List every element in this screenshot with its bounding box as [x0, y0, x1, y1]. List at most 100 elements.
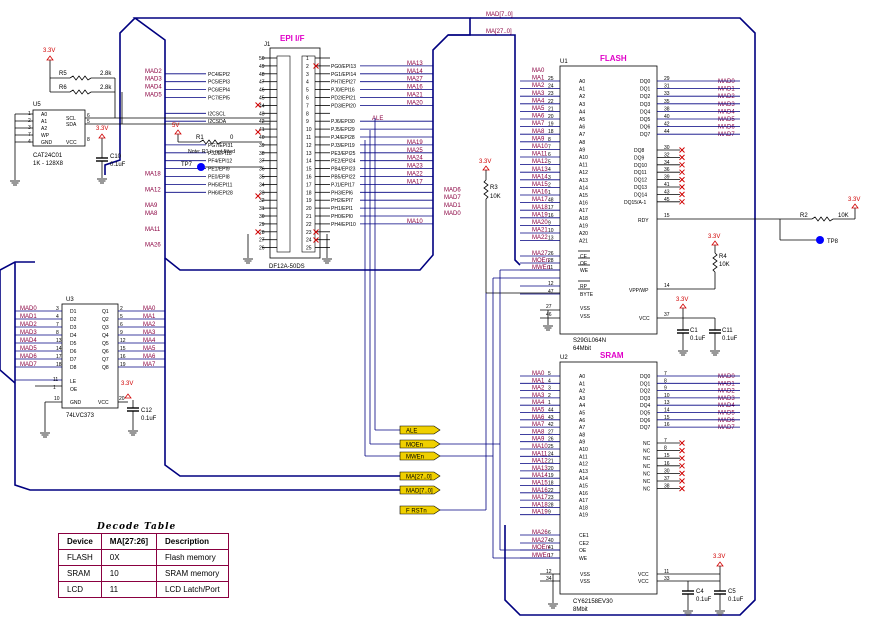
flash-vcc: VCC [639, 316, 650, 322]
sram-nc-label: NC [643, 449, 651, 455]
sram-vss-1: VSS [580, 572, 591, 578]
flash-vcc-num: 37 [664, 312, 670, 318]
sram-nc-label: NC [643, 479, 651, 485]
port-ma-27-0: MA[27..0] [399, 471, 441, 481]
sram-address-label: A1 [579, 381, 585, 387]
latch-pin-number: 6 [120, 322, 123, 328]
flash-pin-number: 16 [548, 213, 554, 219]
flash-data-label: DQ5 [640, 117, 651, 123]
connector-signal-label: PH4/EPI10 [331, 222, 356, 228]
no-connect-mark [679, 440, 685, 446]
connector-signal-label: PC6/EPI4 [208, 88, 230, 94]
flash-pin-number: 12 [548, 281, 554, 287]
sram-pin-number: 23 [548, 495, 554, 501]
sram-pin-number: 9 [664, 386, 667, 392]
port-label: F RSTn [406, 509, 427, 515]
decode-cell: SRAM memory [156, 565, 229, 582]
flash-size: 64Mbit [573, 346, 591, 352]
connector-net-label: MA8 [145, 211, 158, 217]
connector-pin-number: 34 [259, 182, 265, 188]
r5-value: 2.8k [100, 71, 112, 77]
flash-pin-number: 36 [664, 167, 670, 173]
bus-mad [0, 17, 756, 616]
sram-nc-label: NC [643, 487, 651, 493]
flash-nc-data-label: DQ10 [634, 163, 647, 169]
latch-d-label: D2 [70, 317, 77, 323]
decode-cell: SRAM [58, 565, 102, 582]
r3-value: 10K [490, 194, 501, 200]
sram-pin-number: 4 [548, 378, 551, 384]
connector-signal-label: PH0/EPI0 [331, 214, 353, 220]
r1-label: R1 [196, 135, 204, 141]
sram-address-net: MA7 [532, 422, 545, 428]
connector-net-label: MA19 [407, 140, 423, 146]
decode-title: Decode Table [96, 522, 176, 532]
flash-address-label: A10 [579, 155, 588, 161]
flash-pin-number: 10 [548, 228, 554, 234]
flash-data-label: DQ3 [640, 102, 651, 108]
connector-pin-number: 40 [259, 135, 265, 141]
flash-data-label: DQ6 [640, 125, 651, 131]
flash-pin-number: 11 [548, 265, 553, 271]
sram-data-net: MAD5 [718, 411, 735, 417]
flash-rdy-num: 15 [664, 213, 670, 219]
connector-net-label: MA9 [145, 203, 158, 209]
cap-c4 [682, 581, 694, 610]
connector-pin-number: 39 [259, 143, 265, 149]
port-label: MA[27..0] [406, 475, 432, 481]
connector-pin-number: 9 [306, 119, 309, 125]
sram-control-label: CE2 [579, 541, 589, 547]
connector-net-label: MAD3 [145, 77, 162, 83]
flash-control-label: RP [580, 284, 588, 290]
sram-address-net: MA14 [532, 473, 548, 479]
decode-row: FLASH 0X Flash memory [58, 549, 229, 566]
connector-signal-label: PC5/EPI3 [208, 80, 230, 86]
flash-address-label: A8 [579, 140, 585, 146]
connector-pin-number: 33 [259, 190, 265, 196]
no-connect-mark [679, 198, 685, 205]
connector-signal-label: PJ6/EPI30 [331, 119, 355, 125]
eeprom-pin-number: 6 [87, 113, 90, 119]
latch-le: LE [70, 379, 77, 385]
eeprom-desc: 1K - 128X8 [33, 161, 64, 167]
flash-data-net: MAD7 [718, 132, 735, 138]
sram-pin-number: 20 [548, 466, 554, 472]
connector-net-label: MA18 [145, 172, 161, 178]
sram-pin-number: 15 [664, 415, 670, 421]
sram-pin-number: 15 [664, 453, 670, 459]
sram-address-net: MA10 [532, 444, 548, 450]
connector-pin-number: 4 [306, 80, 309, 86]
connector-pin-number: 36 [259, 167, 265, 173]
latch-q-label: Q8 [102, 365, 109, 371]
connector-pin-number: 17 [306, 182, 312, 188]
connector-pin-number: 19 [306, 198, 312, 204]
flash-control-label: OE [580, 261, 588, 267]
sram-control-label: OE [579, 548, 587, 554]
sram-data-label: DQ4 [640, 403, 651, 409]
latch-output-net: MA6 [143, 354, 156, 360]
c4-value: 0.1uF [696, 597, 712, 603]
sram-pin-number: 3 [548, 386, 551, 392]
flash-pin-number: 28 [548, 258, 554, 264]
flash-ref: U1 [560, 59, 568, 65]
latch-input-net: MAD1 [20, 314, 37, 320]
connector-pin-number: 18 [306, 190, 312, 196]
flash-rdy: RDY [638, 218, 649, 224]
sram-vss-num-1: 12 [546, 569, 552, 575]
port-wires [364, 118, 560, 559]
latch-output-net: MA4 [143, 338, 156, 344]
connector-signal-label: PE2/EPI24 [331, 159, 356, 165]
port-ale: ALE [399, 425, 441, 435]
latch-pin-number: 5 [120, 314, 123, 320]
connector-signal-label: PG0/EPI13 [331, 64, 356, 70]
port-label: MWEn [406, 455, 424, 461]
r3-label: R3 [490, 185, 498, 191]
flash-nc-data-label: DQ8 [634, 148, 645, 154]
r5-label: R5 [59, 71, 67, 77]
connector-pin-number: 45 [259, 96, 265, 102]
connector-pin-number: 31 [259, 206, 265, 212]
connector-net-label: MA11 [145, 227, 161, 233]
rdy-pullup [657, 208, 856, 319]
cap-c5 [714, 581, 726, 610]
decode-header: Device [58, 533, 102, 550]
